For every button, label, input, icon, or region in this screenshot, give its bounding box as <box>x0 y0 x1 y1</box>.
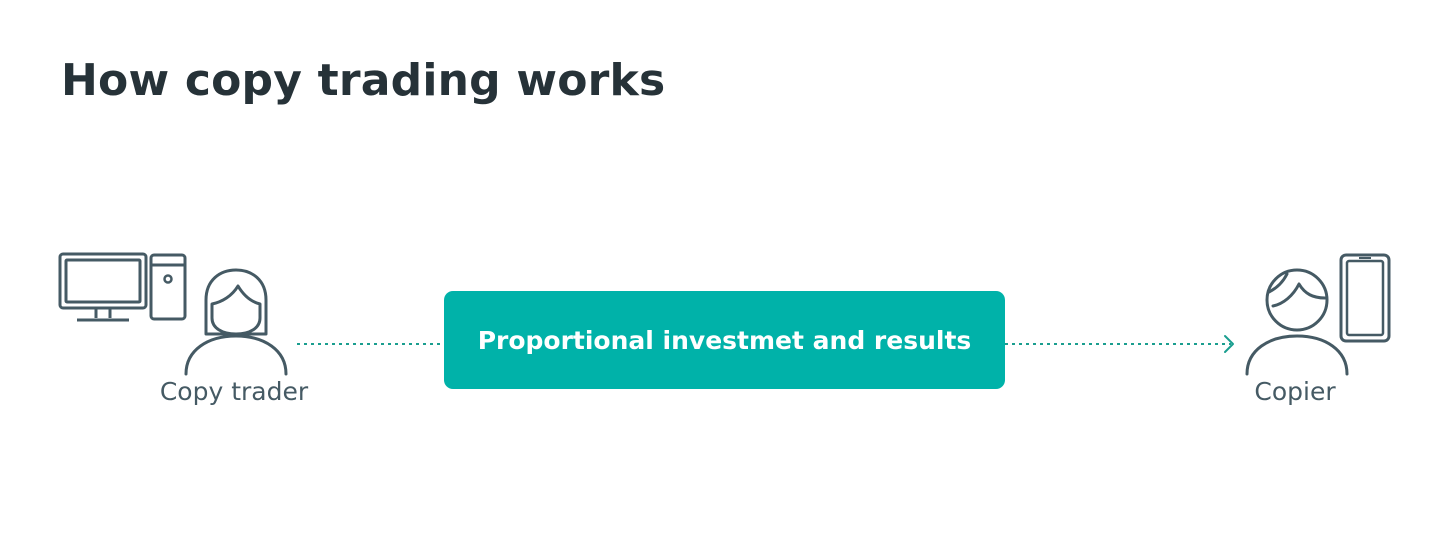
proportional-box: Proportional investmet and results <box>444 291 1005 389</box>
smartphone-icon <box>1339 253 1391 343</box>
pc-tower-icon <box>149 253 187 321</box>
connector-left <box>297 343 444 345</box>
desktop-computer-icon <box>58 252 148 322</box>
copy-trader-label: Copy trader <box>159 377 309 406</box>
page-title: How copy trading works <box>61 55 666 106</box>
woman-avatar-icon <box>184 268 288 376</box>
copier-label: Copier <box>1254 377 1336 406</box>
man-avatar-icon <box>1245 268 1349 376</box>
connector-right-arrow <box>1005 335 1234 353</box>
proportional-box-label: Proportional investmet and results <box>477 325 972 355</box>
